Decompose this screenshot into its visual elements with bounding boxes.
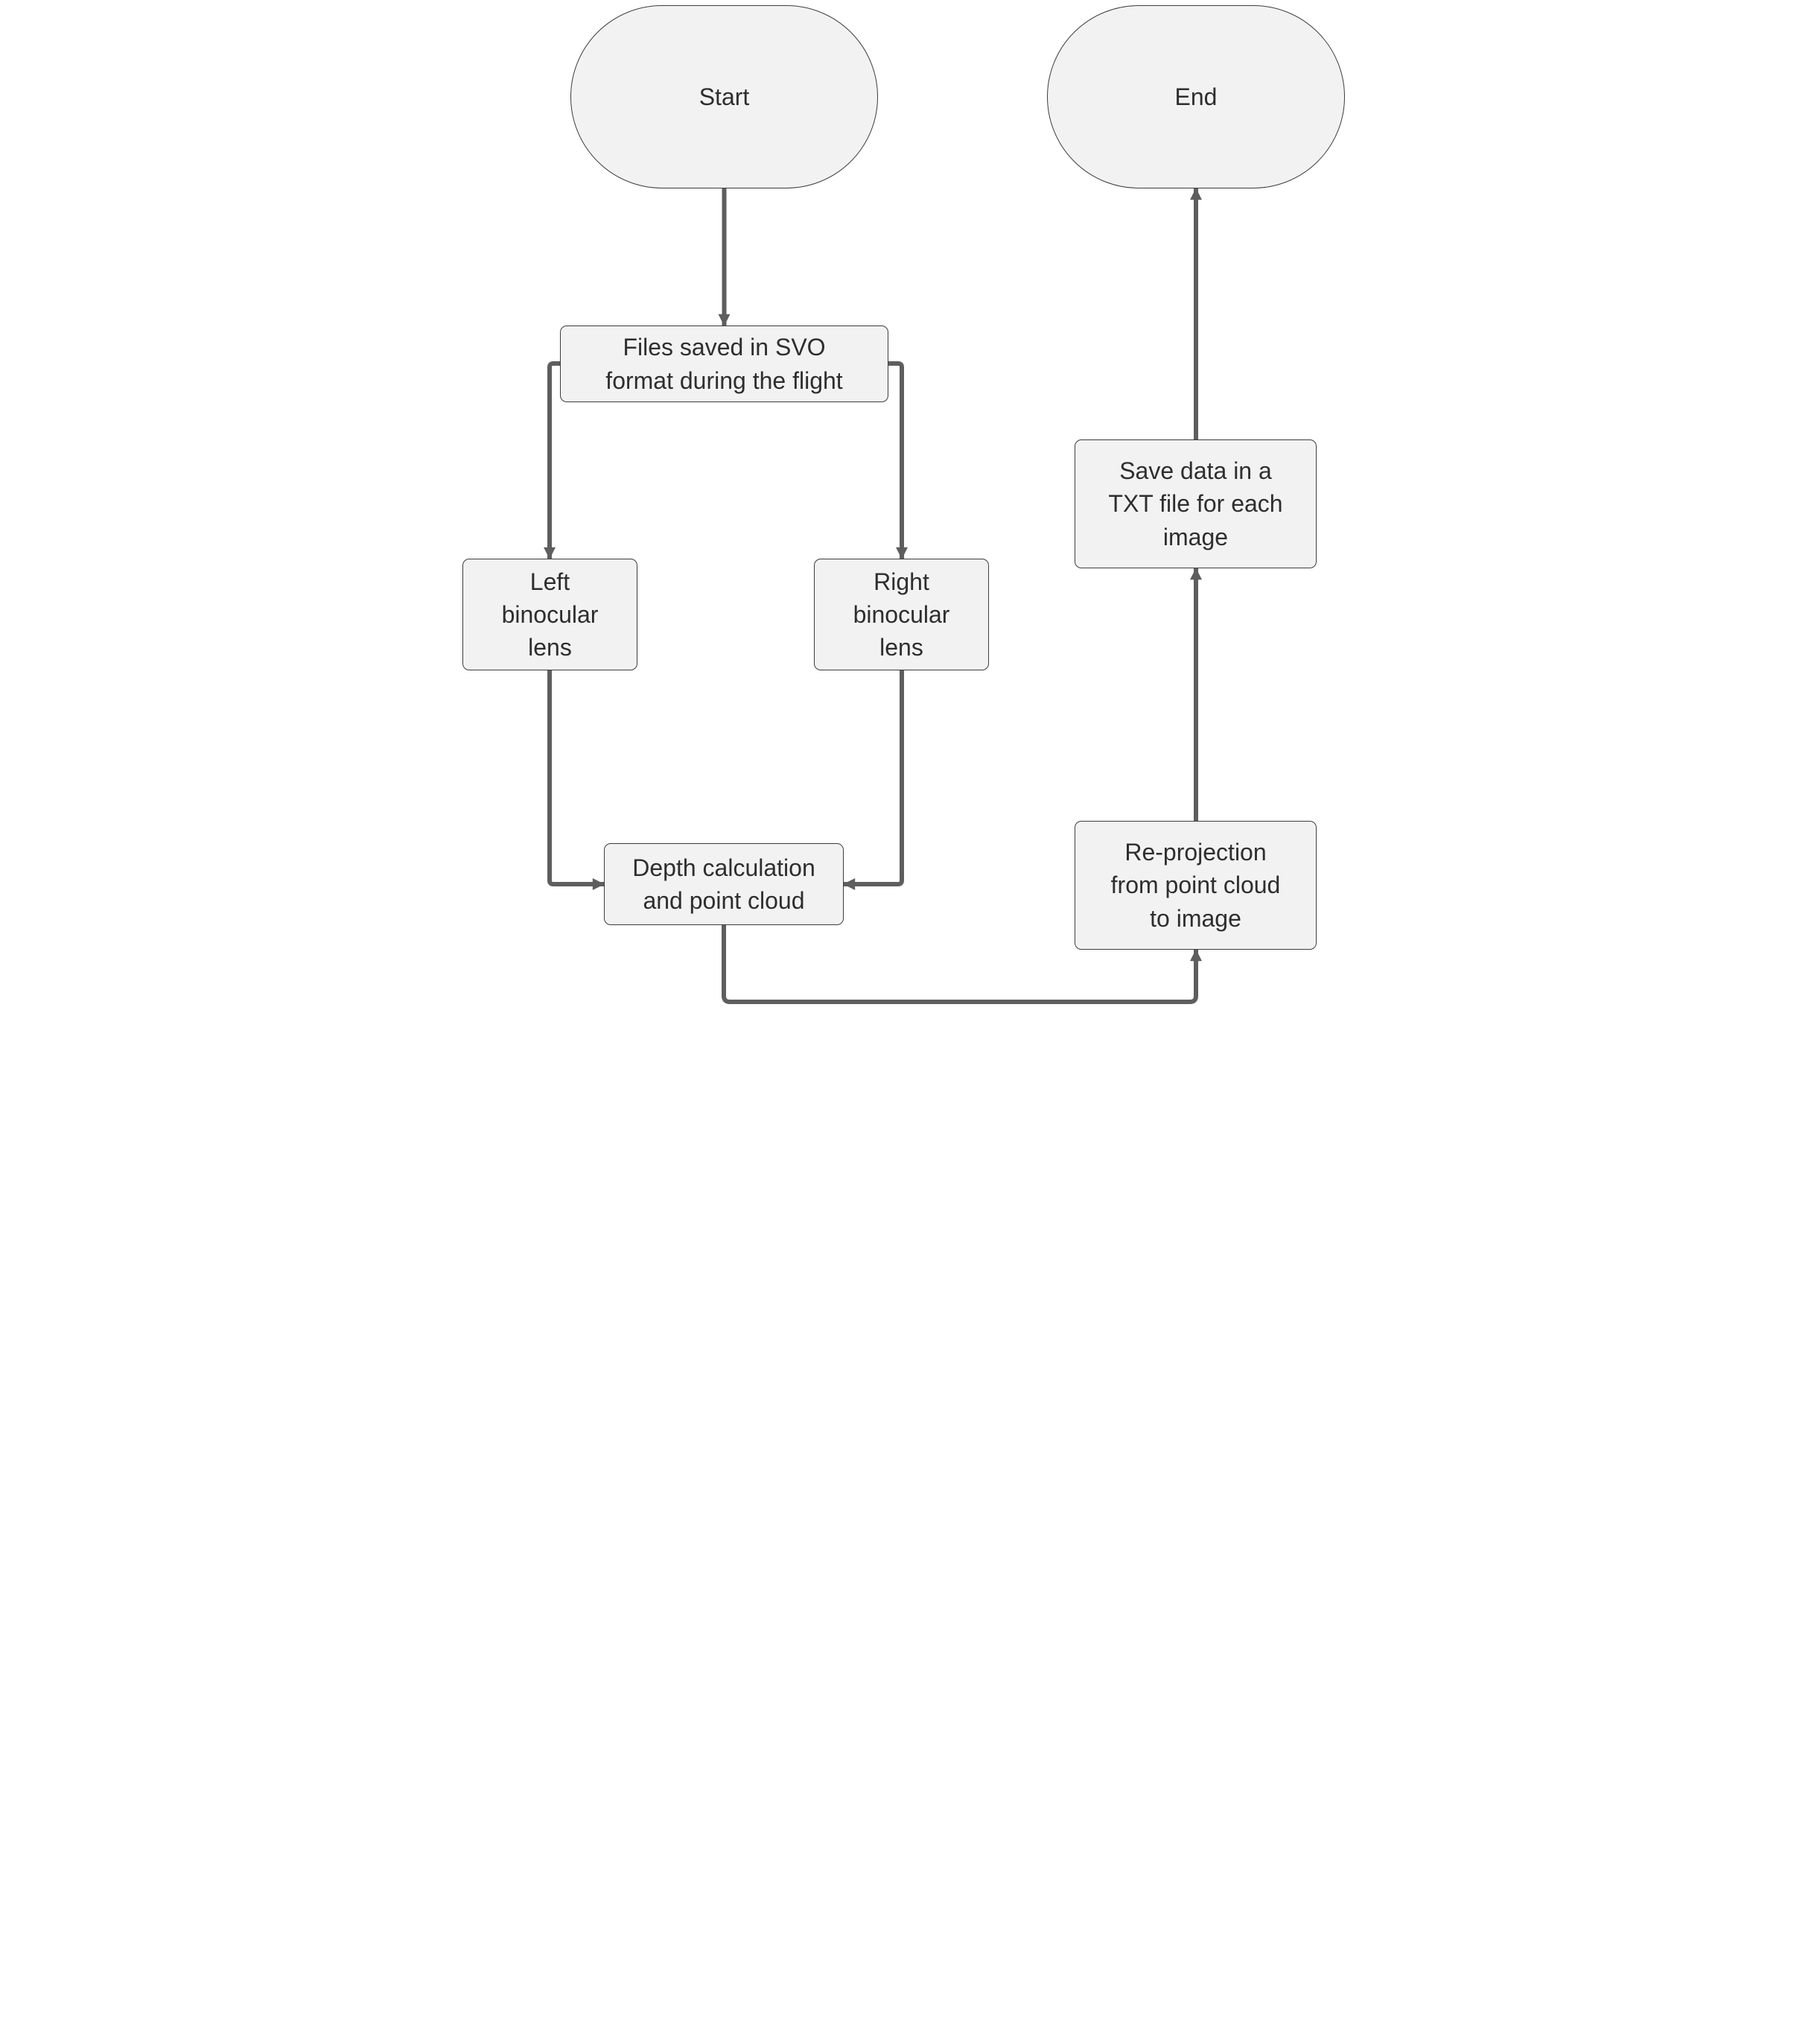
depth-calculation-node: Depth calculation and point cloud bbox=[604, 843, 844, 925]
connector-depth-to-reprojection bbox=[722, 925, 1202, 1004]
right-binocular-lens-node: Right binocular lens bbox=[814, 559, 989, 670]
flowchart-canvas: Start End Files saved in SVO format duri… bbox=[455, 0, 1365, 1016]
connector-right-lens-to-depth bbox=[843, 670, 904, 890]
svo-files-node: Files saved in SVO format during the fli… bbox=[560, 326, 888, 402]
start-node: Start bbox=[570, 5, 878, 188]
reprojection-node: Re-projection from point cloud to image bbox=[1075, 821, 1317, 950]
connector-svo-to-left-lens bbox=[544, 361, 560, 559]
save-txt-node: Save data in a TXT file for each image bbox=[1075, 439, 1317, 568]
connector-left-lens-to-depth bbox=[547, 670, 605, 890]
connector-layer bbox=[544, 188, 1202, 1004]
connector-svo-to-right-lens bbox=[888, 361, 908, 559]
left-binocular-lens-node: Left binocular lens bbox=[462, 559, 637, 670]
end-node: End bbox=[1047, 5, 1345, 188]
